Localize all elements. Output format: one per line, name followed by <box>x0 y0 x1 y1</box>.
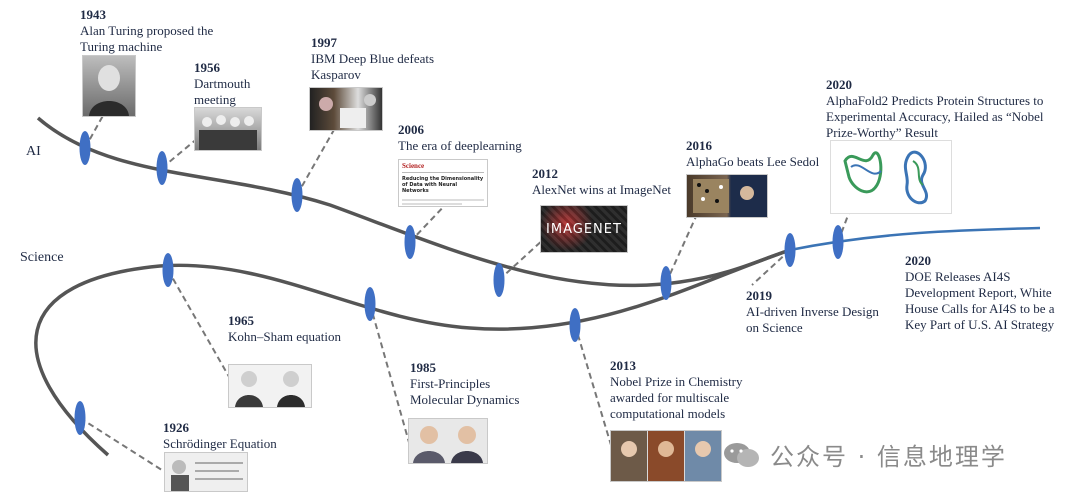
event-text: Alan Turing proposed the <box>80 23 214 38</box>
event-year: 2013 <box>610 358 636 373</box>
ai4s-future-line <box>789 226 1041 252</box>
node-1985 <box>364 287 376 321</box>
event-text: The era of deeplearning <box>398 138 522 153</box>
event-2012: 2012 AlexNet wins at ImageNet <box>532 166 671 198</box>
photo-imagenet: IMAGENET <box>540 205 628 253</box>
node-2012 <box>493 263 505 297</box>
event-year: 1926 <box>163 420 189 435</box>
event-text: Experimental Accuracy, Hailed as “Nobel <box>826 109 1044 124</box>
event-1956: 1956 Dartmouth meeting <box>194 60 250 108</box>
event-year: 2006 <box>398 122 424 137</box>
event-text: computational models <box>610 406 726 421</box>
event-year: 1956 <box>194 60 220 75</box>
event-year: 1985 <box>410 360 436 375</box>
imagenet-logo-text: IMAGENET <box>546 222 622 237</box>
event-2013: 2013 Nobel Prize in Chemistry awarded fo… <box>610 358 743 422</box>
node-1956 <box>156 151 168 185</box>
node-2020-ai <box>832 225 844 259</box>
event-year: 2019 <box>746 288 772 303</box>
event-text: House Calls for AI4S to be a <box>905 301 1055 316</box>
watermark-text: 公众号 · 信息地理学 <box>770 443 1007 471</box>
event-text: AlexNet wins at ImageNet <box>532 182 671 197</box>
connector-2006 <box>409 201 449 243</box>
wechat-icon <box>724 443 759 467</box>
node-1926 <box>74 401 86 435</box>
node-2006 <box>404 225 416 259</box>
event-text: Dartmouth <box>194 76 251 91</box>
event-text: meeting <box>194 92 236 107</box>
event-text: AlphaGo beats Lee Sedol <box>686 154 820 169</box>
connector-2012 <box>498 237 546 281</box>
event-text: Development Report, White <box>905 285 1052 300</box>
node-2019 <box>784 233 796 267</box>
lane-label-science: Science <box>20 250 64 265</box>
ai-curve <box>36 116 791 288</box>
event-text: DOE Releases AI4S <box>905 269 1011 284</box>
event-1965: 1965 Kohn–Sham equation <box>228 313 341 345</box>
connector-2013 <box>574 324 615 456</box>
event-text: AI-driven Inverse Design <box>746 304 879 319</box>
event-year: 1997 <box>311 35 337 50</box>
connector-2019 <box>751 249 791 286</box>
lane-label-ai: AI <box>26 144 41 159</box>
event-year: 2016 <box>686 138 712 153</box>
photo-kohn-sham <box>228 364 312 408</box>
connector-2016 <box>665 211 699 284</box>
science-curve <box>34 248 791 457</box>
event-text: Prize-Worthy” Result <box>826 125 938 140</box>
event-text: Kasparov <box>311 67 361 82</box>
node-1997 <box>291 178 303 212</box>
event-2020-doe: 2020 DOE Releases AI4S Development Repor… <box>905 253 1054 333</box>
event-2016: 2016 AlphaGo beats Lee Sedol <box>686 138 819 170</box>
connector-1943 <box>84 111 106 149</box>
event-text: Molecular Dynamics <box>410 392 520 407</box>
event-2019: 2019 AI-driven Inverse Design on Science <box>746 288 879 336</box>
event-year: 1943 <box>80 7 106 22</box>
photo-dartmouth <box>194 107 262 151</box>
event-text: on Science <box>746 320 803 335</box>
event-text: Key Part of U.S. AI Strategy <box>905 317 1055 332</box>
paper-journal: Science <box>402 162 425 170</box>
connector-1985 <box>369 303 411 447</box>
photo-car-parrinello <box>408 418 488 464</box>
node-2016 <box>660 266 672 300</box>
event-year: 1965 <box>228 313 254 328</box>
photo-schrodinger <box>164 452 248 492</box>
event-text: Nobel Prize in Chemistry <box>610 374 743 389</box>
connector-1997 <box>296 127 336 196</box>
event-1926: 1926 Schrödinger Equation <box>163 420 277 452</box>
event-text: AlphaFold2 Predicts Protein Structures t… <box>826 93 1044 108</box>
event-text: awarded for multiscale <box>610 390 730 405</box>
photo-alphago <box>686 174 768 218</box>
paper-title: Reducing the Dimensionality of Data with… <box>402 176 484 194</box>
node-1965 <box>162 253 174 287</box>
event-text: IBM Deep Blue defeats <box>311 51 435 66</box>
photo-science-paper: Science Reducing the Dimensionality of D… <box>398 159 488 207</box>
event-year: 2020 <box>826 77 852 92</box>
connector-1956 <box>161 137 199 169</box>
connector-1965 <box>167 269 233 383</box>
connector-1926 <box>79 417 166 473</box>
nodes <box>74 131 844 435</box>
event-1985: 1985 First-Principles Molecular Dynamics <box>410 360 519 408</box>
event-text: Kohn–Sham equation <box>228 329 342 344</box>
event-text: First-Principles <box>410 376 491 391</box>
connectors <box>79 111 851 473</box>
photo-alphafold <box>830 140 952 214</box>
photo-nobel-2013 <box>610 430 722 482</box>
event-year: 2020 <box>905 253 931 268</box>
event-1943: 1943 Alan Turing proposed the Turing mac… <box>80 7 213 55</box>
event-text: Schrödinger Equation <box>163 436 277 451</box>
node-1943 <box>79 131 91 165</box>
photo-turing <box>82 55 136 117</box>
node-2013 <box>569 308 581 342</box>
photo-deep-blue <box>309 87 383 131</box>
event-2020-alphafold: 2020 AlphaFold2 Predicts Protein Structu… <box>826 77 1044 141</box>
event-text: Turing machine <box>80 39 163 54</box>
event-1997: 1997 IBM Deep Blue defeats Kasparov <box>311 35 434 83</box>
event-year: 2012 <box>532 166 558 181</box>
event-2006: 2006 The era of deeplearning <box>398 122 522 154</box>
